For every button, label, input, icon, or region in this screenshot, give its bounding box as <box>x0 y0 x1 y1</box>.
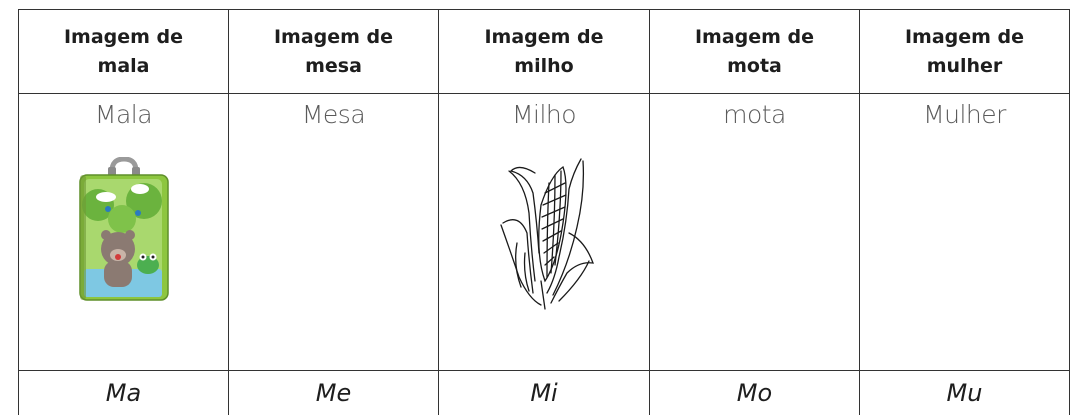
header-cell-mala: Imagem de mala <box>19 10 229 94</box>
word-label: Mala <box>19 100 228 129</box>
header-cell-mulher: Imagem de mulher <box>860 10 1070 94</box>
syllable-label: Mo <box>650 371 859 415</box>
syllable-row: Ma Me Mi Mo Mu <box>19 371 1070 415</box>
header-cell-mota: Imagem de mota <box>650 10 860 94</box>
image-row: Mala <box>19 94 1070 371</box>
header-text: Imagem de milho <box>439 23 649 81</box>
syllable-cell-mo: Mo <box>650 371 860 415</box>
image-cell-milho: Milho <box>439 94 650 371</box>
syllable-label: Me <box>229 371 438 415</box>
header-text: Imagem de mala <box>19 23 228 81</box>
image-cell-mala: Mala <box>19 94 229 371</box>
syllable-cell-mi: Mi <box>439 371 650 415</box>
image-cell-mesa: Mesa <box>229 94 439 371</box>
syllable-table: Imagem de mala Imagem de mesa Imagem de … <box>18 9 1070 415</box>
image-cell-mulher: Mulher <box>860 94 1070 371</box>
corn-sketch <box>489 153 599 313</box>
word-label: Mulher <box>860 100 1069 129</box>
syllable-cell-ma: Ma <box>19 371 229 415</box>
header-text: Imagem de mota <box>650 23 859 81</box>
header-cell-mesa: Imagem de mesa <box>229 10 439 94</box>
word-label: Mesa <box>229 100 438 129</box>
syllable-label: Mi <box>439 371 649 415</box>
header-row: Imagem de mala Imagem de mesa Imagem de … <box>19 10 1070 94</box>
syllable-cell-mu: Mu <box>860 371 1070 415</box>
syllable-label: Mu <box>860 371 1069 415</box>
word-label: mota <box>650 100 859 129</box>
syllable-label: Ma <box>19 371 228 415</box>
syllable-cell-me: Me <box>229 371 439 415</box>
header-text: Imagem de mulher <box>860 23 1069 81</box>
word-label: Milho <box>439 100 649 129</box>
header-cell-milho: Imagem de milho <box>439 10 650 94</box>
image-cell-mota: mota <box>650 94 860 371</box>
header-text: Imagem de mesa <box>229 23 438 81</box>
suitcase-illustration <box>78 157 170 302</box>
